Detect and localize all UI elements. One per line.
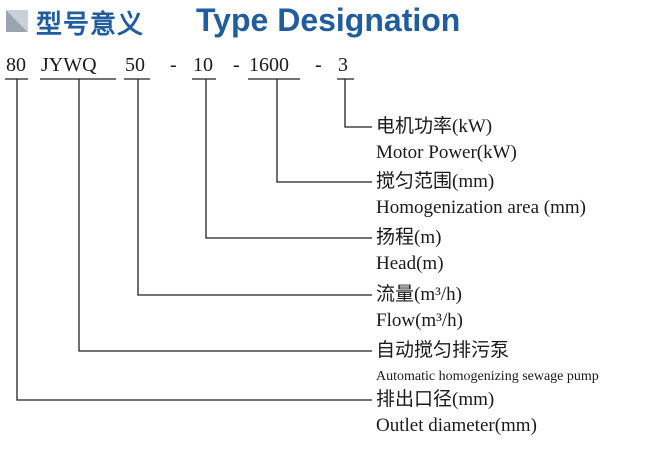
desc-en: Automatic homogenizing sewage pump (376, 369, 599, 384)
desc-en: Flow(m³/h) (376, 310, 463, 331)
desc-head: 扬程(m) Head(m) (376, 227, 444, 275)
code-motor-power: 3 (338, 54, 348, 76)
desc-pump-type: 自动搅匀排污泵 Automatic homogenizing sewage pu… (376, 340, 599, 388)
code-separator: - (233, 54, 240, 76)
leader-head (205, 79, 372, 239)
desc-flow: 流量(m³/h) Flow(m³/h) (376, 284, 463, 332)
desc-motor-power: 电机功率(kW) Motor Power(kW) (376, 116, 517, 164)
desc-cn: 排出口径(mm) (376, 389, 495, 410)
leader-homogenization-area (276, 79, 372, 183)
desc-en: Outlet diameter(mm) (376, 415, 537, 436)
desc-cn: 流量(m³/h) (376, 284, 462, 305)
leader-pump-type (78, 79, 372, 352)
code-outlet-diameter: 80 (6, 54, 26, 76)
title-english: Type Designation (196, 2, 461, 38)
leader-outlet-diameter (16, 79, 372, 401)
desc-cn: 电机功率(kW) (376, 116, 493, 137)
desc-outlet-diameter: 排出口径(mm) Outlet diameter(mm) (376, 389, 537, 437)
leader-motor-power (344, 79, 372, 128)
code-homogenization-area: 1600 (249, 54, 289, 76)
code-separator: - (315, 54, 322, 76)
code-pump-type: JYWQ (41, 54, 97, 76)
code-flow: 50 (125, 54, 145, 76)
title-chinese: 型号意义 (36, 10, 145, 40)
code-head: 10 (193, 54, 213, 76)
triangle-corner-icon (6, 10, 28, 32)
desc-en: Homogenization area (mm) (376, 197, 586, 218)
desc-cn: 搅匀范围(mm) (376, 171, 495, 192)
leader-flow (137, 79, 372, 296)
desc-en: Head(m) (376, 253, 444, 274)
desc-en: Motor Power(kW) (376, 142, 517, 163)
desc-cn: 自动搅匀排污泵 (376, 340, 510, 361)
desc-cn: 扬程(m) (376, 227, 442, 248)
code-separator: - (170, 54, 177, 76)
desc-homogenization-area: 搅匀范围(mm) Homogenization area (mm) (376, 171, 586, 219)
